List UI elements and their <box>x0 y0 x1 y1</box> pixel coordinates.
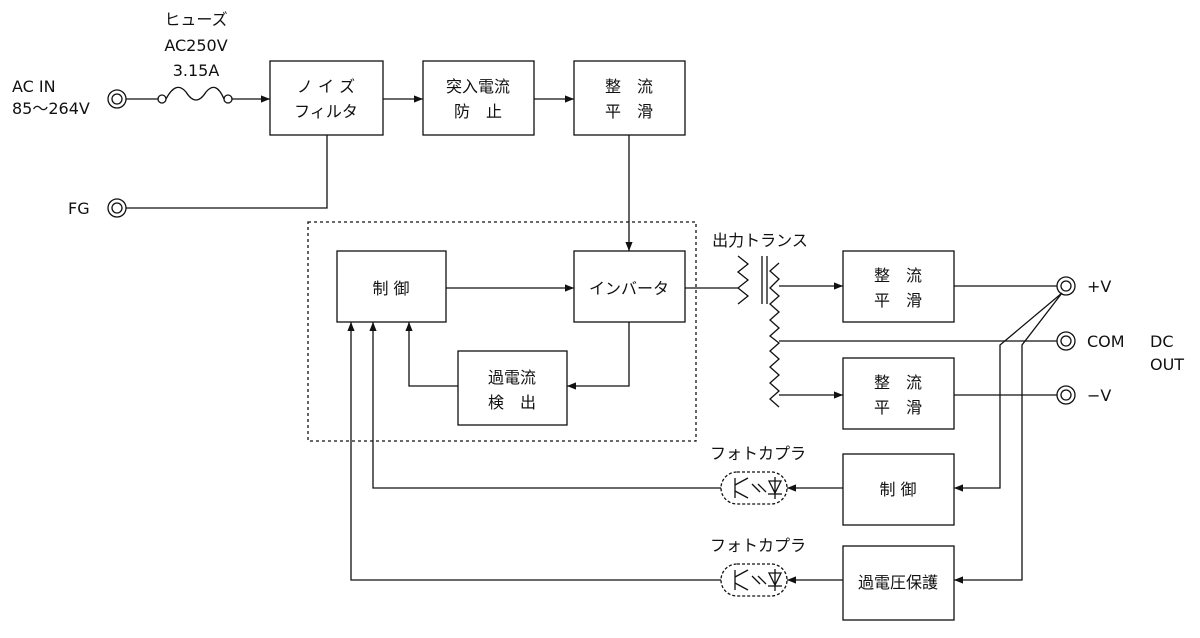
dc-out-label-2: OUT <box>1150 355 1184 374</box>
noise-filter-label-2: フィルタ <box>294 102 358 121</box>
rectifier-smoothing-block-2 <box>842 250 955 323</box>
fg-terminal <box>107 198 127 218</box>
overcurrent-detection-block <box>457 350 568 426</box>
inrush-prevention-block <box>422 60 535 136</box>
transformer-label: 出力トランス <box>712 231 808 250</box>
overcurrent-label-1: 過電流 <box>488 368 536 387</box>
fuse-rating-voltage: AC250V <box>164 36 227 55</box>
control-secondary-label: 制 御 <box>879 480 916 499</box>
com-terminal <box>1056 331 1076 351</box>
photocoupler-2-symbol <box>720 563 788 597</box>
feedback-photocoupler-1-to-control <box>369 322 721 489</box>
rectifier-smoothing-block-1 <box>573 60 686 136</box>
plus-v-terminal <box>1056 276 1076 296</box>
rectifier-smoothing-block-3 <box>842 357 955 430</box>
noise-filter-block <box>269 60 384 136</box>
fuse-label: ヒューズ <box>164 10 227 29</box>
fg-label: FG <box>68 199 90 218</box>
fg-line <box>126 135 328 209</box>
rectifier-1-label-1: 整 流 <box>605 77 653 96</box>
minus-v-terminal <box>1056 385 1076 405</box>
arrow-inverter-to-overcurrent <box>567 322 630 390</box>
noise-filter-label-1: ノ イ ズ <box>297 77 355 96</box>
dc-out-label-1: DC <box>1150 332 1174 351</box>
fuse-rating-current: 3.15A <box>173 61 220 80</box>
feedback-to-secondary-control <box>954 292 1063 492</box>
rectifier-1-label-2: 平 滑 <box>605 102 653 121</box>
control-primary-label: 制 御 <box>372 279 409 298</box>
fuse-symbol <box>126 86 233 104</box>
rectifier-2-label-2: 平 滑 <box>874 291 922 310</box>
photocoupler-1-symbol <box>720 471 788 505</box>
inrush-label-2: 防 止 <box>454 102 502 121</box>
primary-region <box>307 221 697 442</box>
plus-v-label: +V <box>1087 277 1111 296</box>
inverter-label: インバータ <box>589 279 669 298</box>
feedback-photocoupler-2-to-control <box>347 322 721 581</box>
control-block-primary <box>336 250 447 323</box>
photocoupler-1-label: フォトカプラ <box>710 444 806 463</box>
overcurrent-label-2: 検 出 <box>488 393 536 412</box>
feedback-to-overvoltage <box>954 292 1063 584</box>
photocoupler-2-label: フォトカプラ <box>710 536 806 555</box>
inrush-label-1: 突入電流 <box>446 77 510 96</box>
arrow-overcurrent-to-control <box>405 322 458 387</box>
com-label: COM <box>1087 332 1125 351</box>
rectifier-2-label-1: 整 流 <box>874 266 922 285</box>
transformer-symbol <box>736 255 781 408</box>
rectifier-3-label-2: 平 滑 <box>874 398 922 417</box>
minus-v-label: −V <box>1087 386 1111 405</box>
overvoltage-label: 過電圧保護 <box>858 573 938 592</box>
ac-in-terminal <box>107 89 127 109</box>
rectifier-3-label-1: 整 流 <box>874 373 922 392</box>
ac-in-label: AC IN <box>12 77 56 96</box>
ac-in-voltage-label: 85～264V <box>12 99 90 118</box>
